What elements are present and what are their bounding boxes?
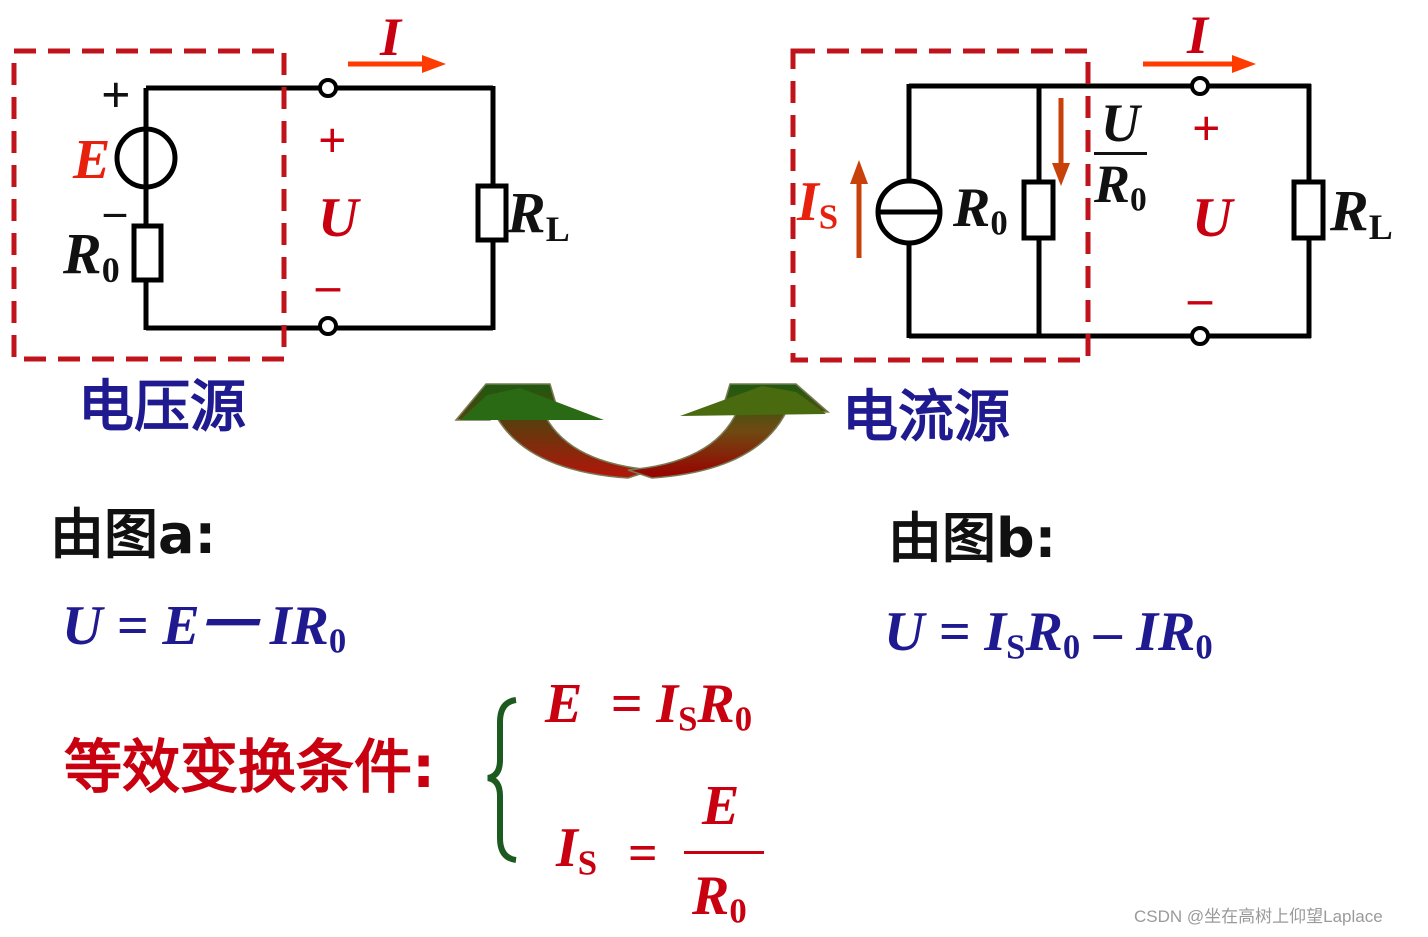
u-plus-a: + <box>318 112 347 168</box>
r0-label-a: R0 <box>63 221 120 290</box>
emf-plus-sign: + <box>101 67 131 124</box>
emf-minus-sign: – <box>104 187 126 236</box>
is-direction-arrow <box>850 160 868 258</box>
voltage-source-circuit <box>114 78 509 336</box>
is-label: IS <box>797 171 839 237</box>
condition-2-lhs: IS <box>556 817 598 883</box>
u-over-r0-arrow <box>1052 98 1070 186</box>
rl-resistor-a <box>475 183 509 243</box>
r0-resistor-b <box>1021 179 1056 241</box>
terminal-bottom-a <box>318 316 338 336</box>
u-label-b: U <box>1192 187 1233 249</box>
condition-2-equals: = <box>628 825 658 882</box>
equivalence-condition-label: 等效变换条件: <box>64 733 436 801</box>
u-minus-a: – <box>316 259 340 312</box>
heading-a: 由图a: <box>50 503 217 566</box>
current-source-caption: 电流源 <box>842 385 1010 450</box>
u-label-a: U <box>318 187 359 249</box>
equation-a: U = E一 IR0 <box>62 595 347 661</box>
voltage-source-caption: 电压源 <box>78 375 246 440</box>
r0-resistor-a <box>131 223 164 283</box>
rl-resistor-b <box>1291 179 1326 241</box>
current-arrow-b <box>1143 55 1256 73</box>
rl-label-a: RL <box>507 180 570 249</box>
terminal-bottom-b <box>1190 326 1210 346</box>
condition-2-denominator: R0 <box>692 865 747 931</box>
current-label-b: I <box>1187 5 1209 65</box>
current-arrow-a <box>348 55 446 73</box>
voltage-source-dashed-box <box>11 48 287 362</box>
rl-label-b: RL <box>1330 178 1393 247</box>
exchange-arrows-icon <box>454 383 830 479</box>
condition-brace <box>487 697 517 863</box>
condition-2-numerator: E <box>702 775 740 837</box>
equation-b: U = ISR0 – IR0 <box>884 601 1213 667</box>
current-source-dashed-box <box>790 48 1091 363</box>
current-source-circuit <box>875 76 1326 346</box>
condition-1: E = ISR0 <box>545 673 753 739</box>
terminal-top-a <box>318 78 338 98</box>
emf-label: E <box>73 129 111 191</box>
condition-2-fraction-bar <box>684 851 764 854</box>
u-plus-b: + <box>1192 100 1221 156</box>
terminal-top-b <box>1190 76 1210 96</box>
watermark: CSDN @坐在高树上仰望Laplace <box>1134 907 1383 926</box>
heading-b: 由图b: <box>888 507 1057 570</box>
r0-label-b: R0 <box>953 177 1008 243</box>
u-minus-b: – <box>1188 272 1212 325</box>
current-label-a: I <box>380 7 402 67</box>
